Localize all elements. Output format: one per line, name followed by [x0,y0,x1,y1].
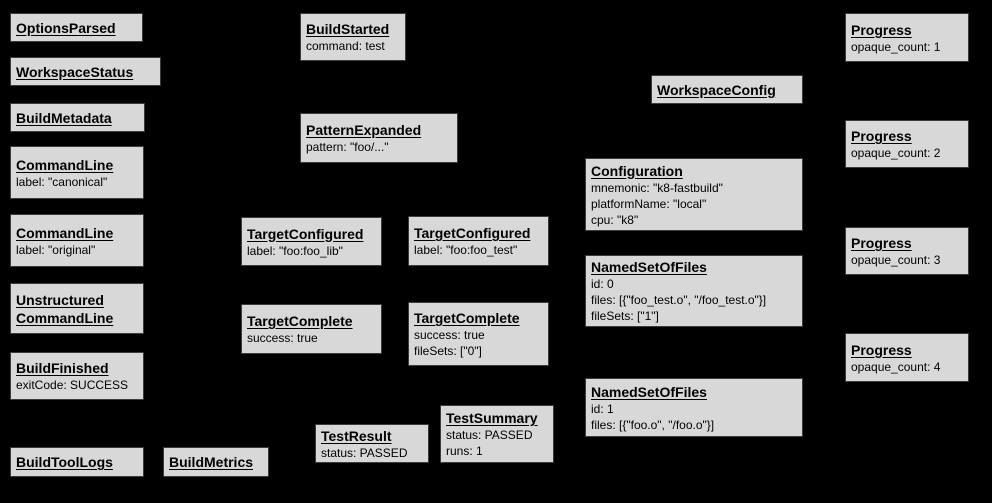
event-node-property: success: true [247,331,318,345]
event-node-property: files: [{"foo_test.o", "/foo_test.o"}] [591,293,767,307]
event-node-property: exitCode: SUCCESS [16,378,129,392]
event-node-title: NamedSetOfFiles [591,259,707,275]
event-node-unstructured-command-line: Unstructured CommandLine [10,283,144,334]
event-node-title: Progress [851,235,912,251]
event-node-property: opaque_count: 4 [851,359,941,374]
event-node-title: Unstructured CommandLine [16,291,114,326]
event-node-test-summary: TestSummary status: PASSED runs: 1 [440,405,554,463]
event-node-property: id: 1 [591,401,614,416]
event-node-title: WorkspaceConfig [657,81,776,98]
event-node-title: TargetComplete [414,310,520,326]
event-node-property: opaque_count: 1 [851,39,941,54]
event-node-title: TestSummary [446,410,538,426]
event-node-title: BuildMetrics [169,454,254,470]
event-node-property: opaque_count: 2 [851,146,941,160]
event-node-title: Progress [851,128,912,144]
event-node-property: id: 0 [591,277,614,291]
event-node-title: TargetComplete [247,313,353,329]
event-node-property: opaque_count: 3 [851,253,941,267]
event-node-workspace-status: WorkspaceStatus [10,57,161,86]
event-node-property: success: true [414,328,485,342]
event-node-property: fileSets: ["1"] [591,309,659,323]
event-node-property: cpu: "k8" [591,212,639,227]
event-node-target-complete-lib: TargetComplete success: true [241,304,382,354]
event-node-property: label: "canonical" [16,174,108,189]
event-node-title: OptionsParsed [16,19,116,36]
event-node-title: TestResult [321,427,392,444]
event-node-property: status: PASSED [321,445,408,460]
event-node-build-metadata: BuildMetadata [10,103,145,132]
event-node-property: command: test [306,39,385,53]
event-node-title: BuildStarted [306,21,390,37]
event-node-property: label: "foo:foo_lib" [247,243,343,258]
event-node-property: files: [{"foo.o", "/foo.o"}] [591,417,715,432]
event-node-property: mnemonic: "k8-fastbuild" [591,180,723,195]
event-node-property: pattern: "foo/..." [306,140,389,154]
event-node-title: TargetConfigured [247,225,364,242]
event-node-property: fileSets: ["0"] [414,344,482,358]
event-node-title: BuildFinished [16,360,109,376]
event-node-workspace-config: WorkspaceConfig [651,75,803,104]
event-node-title: Progress [851,341,912,358]
event-node-progress-3: Progress opaque_count: 3 [845,227,969,275]
event-node-title: BuildToolLogs [16,454,113,470]
event-node-target-configured-test: TargetConfigured label: "foo:foo_test" [408,216,549,266]
event-node-title: BuildMetadata [16,109,112,126]
event-node-property: status: PASSED [446,428,533,442]
event-node-title: Progress [851,21,912,38]
event-node-property: label: "original" [16,242,96,257]
event-node-title: CommandLine [16,156,114,173]
event-node-title: TargetConfigured [414,225,531,241]
event-node-title: WorkspaceStatus [16,63,134,80]
event-node-property: platformName: "local" [591,196,707,211]
event-node-property: label: "foo:foo_test" [414,243,518,257]
event-node-title: NamedSetOfFiles [591,383,707,400]
event-node-build-metrics: BuildMetrics [163,447,269,477]
event-node-build-started: BuildStarted command: test [300,13,406,61]
event-node-title: Configuration [591,162,683,179]
event-node-build-tool-logs: BuildToolLogs [10,447,144,477]
event-node-title: CommandLine [16,224,114,241]
event-node-property: runs: 1 [446,444,483,458]
event-node-pattern-expanded: PatternExpanded pattern: "foo/..." [300,113,458,163]
event-node-title: PatternExpanded [306,122,422,138]
event-node-named-set-of-files-0: NamedSetOfFiles id: 0 files: [{"foo_test.o… [585,255,803,327]
event-node-options-parsed: OptionsParsed [10,13,143,42]
event-node-build-finished: BuildFinished exitCode: SUCCESS [10,352,144,400]
event-node-progress-2: Progress opaque_count: 2 [845,120,969,168]
event-node-target-complete-test: TargetComplete success: true fileSets: ["0… [408,302,549,366]
